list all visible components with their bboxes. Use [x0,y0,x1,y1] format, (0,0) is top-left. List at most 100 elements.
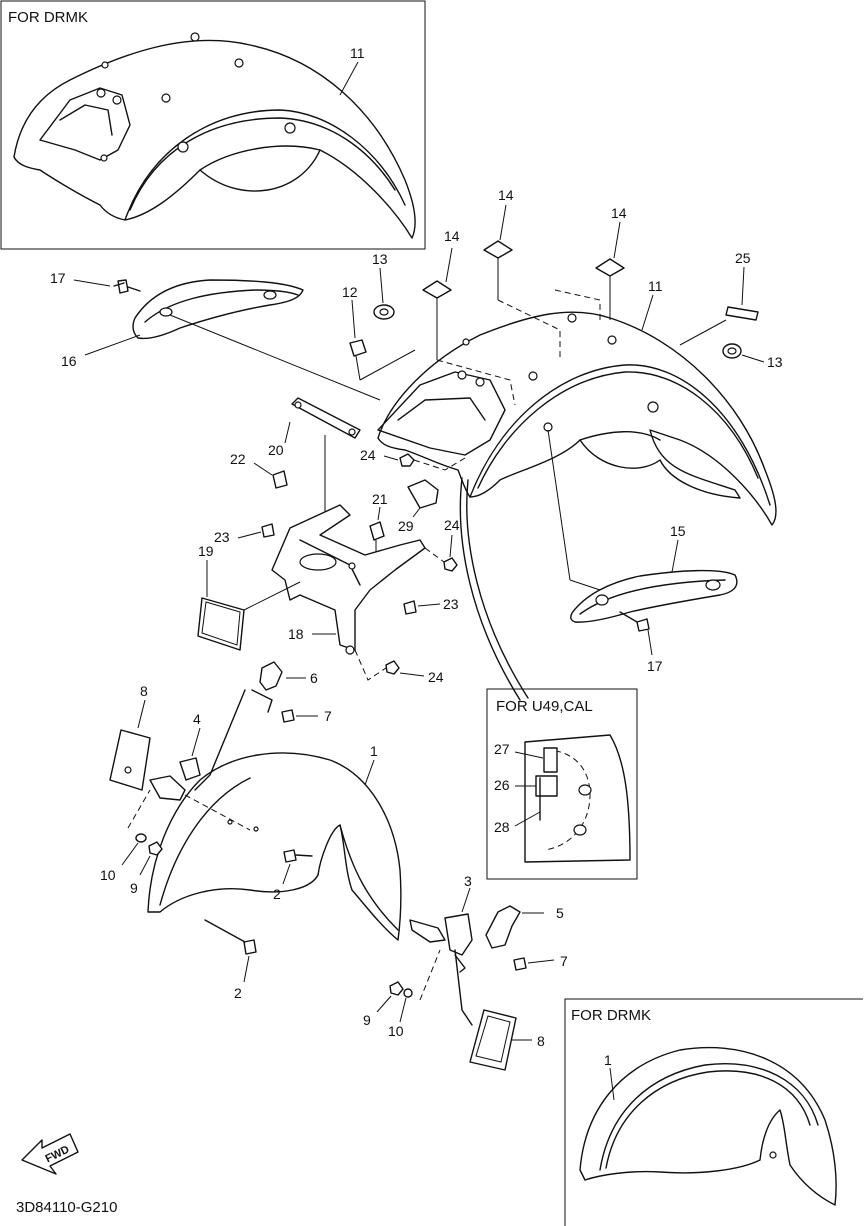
callout-8-bottom: 8 [537,1033,545,1049]
strip-20 [291,397,361,439]
front-fender-stay [339,824,399,931]
leader-7-bottom [527,959,555,964]
leader-24-b [449,534,453,558]
leader-23-a [237,531,262,539]
leader-10-bottom [399,997,407,1023]
inset-u49-cal: FOR U49,CAL 27 26 28 [486,688,638,880]
callout-18: 18 [288,626,304,642]
hole [647,401,659,413]
guide-24-b [424,547,445,563]
u49-bracket-outline [544,749,591,851]
inset-label-u49: FOR U49,CAL [496,698,593,715]
inset-rear-fender-drmk: FOR DRMK 11 [0,0,426,250]
callout-7-bottom: 7 [560,953,568,969]
hole [348,562,356,570]
decal-guide-c [554,289,601,320]
rear-fender-assembly: 11 [377,278,777,526]
bolt-2-bottom [243,939,257,955]
leader-14-b [499,204,507,241]
hole [705,579,721,591]
hole [543,422,553,432]
callout-9-bottom: 9 [363,1012,371,1028]
leader-20 [284,421,291,444]
callout-3: 3 [464,873,472,889]
decal-guide-b [497,299,561,360]
guide-4 [184,794,251,831]
bracket-6 [259,661,283,691]
cover-16 [132,279,304,340]
part-24-29: 24 29 [360,447,466,534]
bracket-3 [444,913,473,956]
callout-17-bottom: 17 [647,658,663,674]
callout-5: 5 [556,905,564,921]
part-13-top: 13 [372,251,395,320]
callout-16: 16 [61,353,77,369]
leader-4 [191,727,201,757]
callout-24-c: 24 [428,669,444,685]
part-23: 23 23 [214,523,459,615]
part-25: 25 [679,250,759,346]
leader-11 [641,294,654,331]
hole [299,553,337,571]
line-15 [547,429,571,581]
bolt-17-top-shank [127,286,141,292]
leader-2-mid [282,863,291,885]
hole [578,784,592,796]
hole [294,401,302,409]
wire-harness [459,477,521,701]
cover-15-rib [579,579,726,615]
bracket-3-leg [454,954,466,973]
callout-10-left: 10 [100,867,116,883]
clip-23-a [261,523,275,538]
leader-2-bottom [243,955,250,983]
part-19: 19 [197,543,301,651]
leader-13-top [379,267,384,304]
hole [161,93,171,103]
rear-fender-drmk-bracket [39,87,131,161]
callout-15: 15 [670,523,686,539]
leader-17-bottom [647,629,653,656]
callout-24-b: 24 [444,517,460,533]
bolt-17-bottom [636,618,650,632]
rear-fender-rib [469,364,771,506]
callout-6: 6 [310,670,318,686]
callout-1: 1 [370,743,378,759]
rear-fender-bracket-inner [397,397,486,421]
leader-15 [671,539,679,573]
rear-fender-drmk-rib [124,109,406,221]
part-20: 20 [268,397,361,515]
front-fender-edge [159,777,251,906]
callout-2-bottom: 2 [234,985,242,1001]
bolt-17-top [113,279,129,294]
guide-10-bottom [419,949,441,1001]
hole [124,766,132,774]
leader-10-left [121,842,139,866]
callout-14-c: 14 [611,205,627,221]
part-29 [407,479,439,509]
hole [348,428,356,436]
callout-2-mid: 2 [273,886,281,902]
hole [567,313,577,323]
leader-21 [377,506,381,521]
guide-24-a [413,457,466,471]
guide-24-c [354,649,387,681]
rear-fender-drmk [13,39,416,239]
line-2-bottom [204,919,246,943]
hole [284,122,296,134]
bolt-2-mid [283,849,297,863]
decal-14-c [595,258,625,277]
hole [227,819,233,825]
callout-7-top: 7 [324,708,332,724]
leader-3 [461,887,471,913]
clip-23-b [403,600,417,615]
reflector-19-inner [201,601,241,646]
bracket-6-leg [251,689,273,713]
hole [253,826,259,832]
bolt-7-bottom [513,957,527,971]
decal-guide-a [436,359,516,406]
rear-fender-arch [579,431,661,441]
rear-fender-drmk-bracket-inner [59,104,113,136]
leader-27 [514,751,544,759]
reflector-19 [197,597,245,651]
leader-24-c [399,672,425,677]
